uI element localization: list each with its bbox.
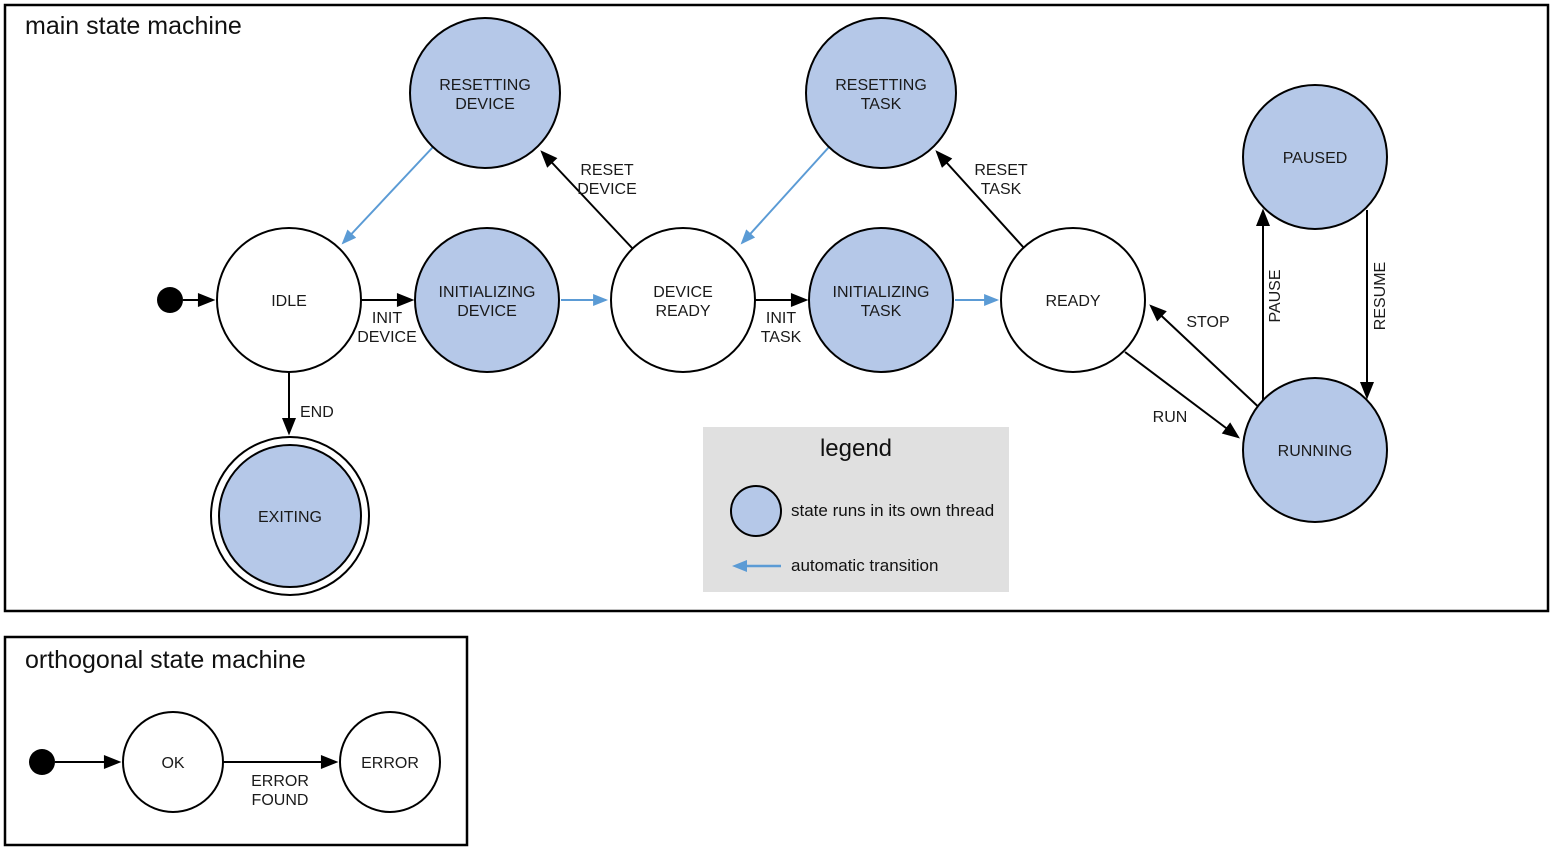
state-label: PAUSED [1283,150,1348,167]
transition-label-pause: PAUSE [1267,269,1284,322]
state-circle [414,227,560,373]
state-circle [122,711,224,813]
state-circle [216,227,362,373]
legend-item-thread-label: state runs in its own thread [791,501,995,520]
state-circle [1000,227,1146,373]
state-circle [339,711,441,813]
transition-reset-task [935,150,1025,249]
state-circle [808,227,954,373]
transition-stop [1149,304,1267,415]
legend-box: legend state runs in its own thread auto… [703,427,1009,592]
legend-item-auto-label: automatic transition [791,556,939,575]
transition-auto-resetdevice-to-idle [341,146,434,245]
state-circle [409,17,561,169]
transition-reset-device [540,150,634,250]
state-ok: OK [122,711,224,813]
state-label: READY [1045,293,1100,310]
state-label: ERROR [361,755,419,772]
state-circle [1242,377,1388,523]
state-error: ERROR [339,711,441,813]
state-label: OK [161,755,184,772]
transition-label-stop: STOP [1186,314,1229,331]
orthogonal-machine-title: orthogonal state machine [25,646,306,674]
state-label: EXITING [258,509,322,526]
state-circle [1242,84,1388,230]
transition-run [1124,351,1240,439]
state-exiting: EXITING [210,436,370,596]
state-circle [218,444,362,588]
state-circle [805,17,957,169]
state-label: RUNNING [1278,443,1353,460]
legend-title: legend [819,435,893,462]
transition-auto-resettask-to-deviceready [740,146,830,245]
initial-state-dot-orthogonal [29,749,55,775]
state-circle [610,227,756,373]
initial-state-dot-main [157,287,183,313]
thread-state-swatch-icon [730,485,782,537]
automatic-transition-arrow-icon [732,560,781,572]
transition-label-run: RUN [1153,409,1188,426]
state-idle: IDLE [216,227,362,373]
state-label: IDLE [271,293,307,310]
transition-label-resume: RESUME [1372,262,1389,330]
state-paused: PAUSED [1242,84,1388,230]
state-ready: READY [1000,227,1146,373]
transition-label-end: END [300,404,334,421]
main-machine-title: main state machine [25,12,242,40]
state-running: RUNNING [1242,377,1388,523]
